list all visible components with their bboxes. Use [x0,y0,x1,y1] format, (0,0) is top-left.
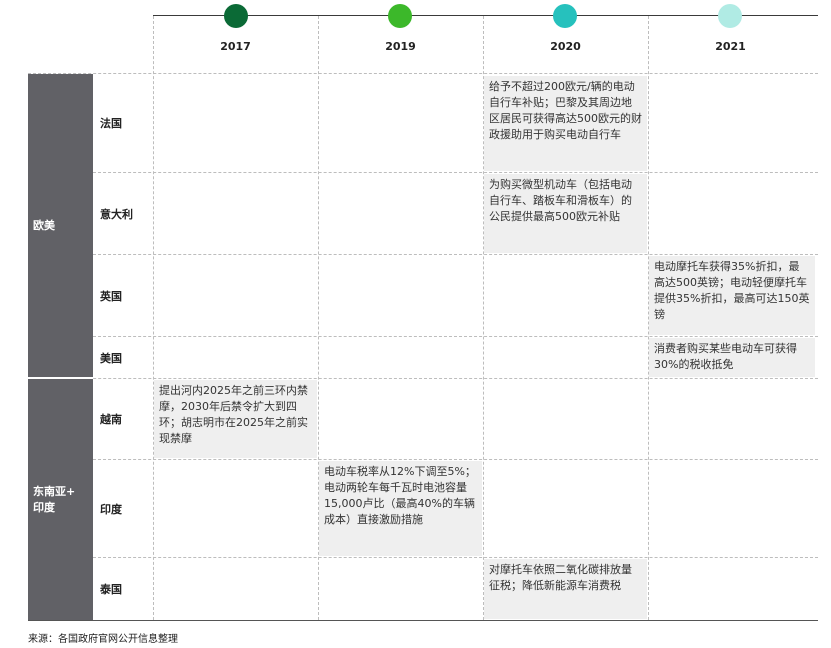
row-divider [93,172,818,173]
timeline-dot-2017 [224,4,248,28]
region-separator [28,377,93,379]
timeline-dot-2020 [553,4,577,28]
region-southeast-asia-india: 东南亚+ 印度 [28,379,93,620]
table-bottom-border [28,620,818,621]
column-divider [153,16,154,620]
policy-vietnam-2017: 提出河内2025年之前三环内禁摩，2030年后禁令扩大到四环；胡志明市在2025… [154,380,317,458]
timeline-dot-2021 [718,4,742,28]
policy-us-2021: 消费者购买某些电动车可获得30%的税收抵免 [649,338,815,377]
timeline-dot-2019 [388,4,412,28]
row-divider [93,254,818,255]
policy-france-2020: 给予不超过200欧元/辆的电动自行车补贴；巴黎及其周边地区居民可获得高达500欧… [484,76,647,171]
year-label-2019: 2019 [385,40,416,53]
row-divider [93,557,818,558]
year-label-2020: 2020 [550,40,581,53]
year-label-2017: 2017 [220,40,251,53]
row-divider [93,336,818,337]
header-divider [28,73,818,74]
policy-india-2019: 电动车税率从12%下调至5%；电动两轮车每千瓦时电池容量15,000卢比（最高4… [319,461,482,556]
country-us: 美国 [100,351,122,365]
country-france: 法国 [100,117,122,130]
country-uk: 英国 [100,289,122,303]
row-divider [93,459,818,460]
source-note: 来源：各国政府官网公开信息整理 [28,634,178,645]
column-divider [318,16,319,620]
timeline-line [153,15,818,16]
policy-uk-2021: 电动摩托车获得35%折扣，最高达500英镑；电动轻便摩托车提供35%折扣，最高可… [649,256,815,335]
country-vietnam: 越南 [100,413,122,426]
row-divider [28,378,818,379]
region-europe-america: 欧美 [28,74,93,378]
column-divider [483,16,484,620]
country-india: 印度 [100,502,122,516]
country-thailand: 泰国 [100,583,122,596]
country-italy: 意大利 [100,207,133,221]
policy-italy-2020: 为购买微型机动车（包括电动自行车、踏板车和滑板车）的公民提供最高500欧元补贴 [484,174,647,253]
column-divider [648,16,649,620]
year-label-2021: 2021 [715,40,746,53]
policy-thailand-2020: 对摩托车依照二氧化碳排放量征税；降低新能源车消费税 [484,559,647,619]
